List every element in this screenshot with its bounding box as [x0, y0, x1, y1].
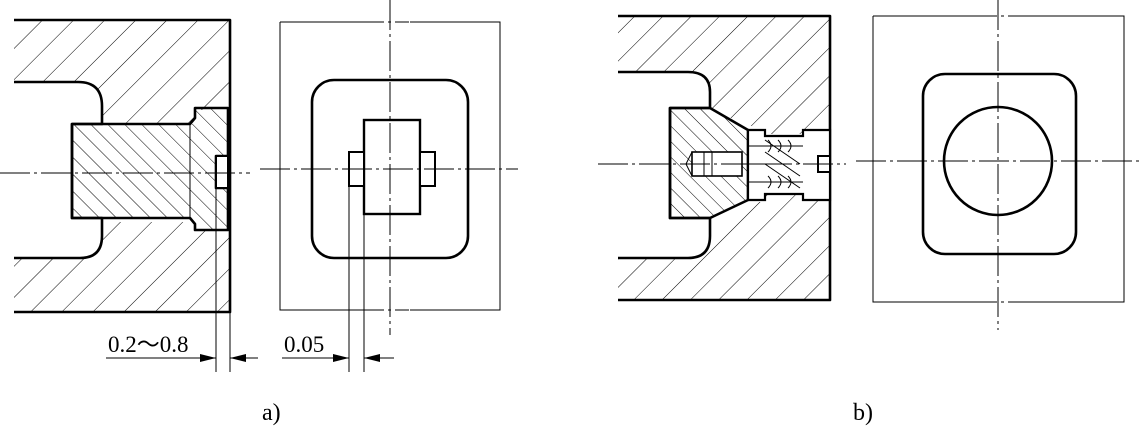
- figure-a-pin-hatch: [72, 108, 228, 230]
- arrowhead-gap-right: [230, 354, 246, 362]
- figure-a-pin-head: [362, 118, 422, 216]
- figure-a-caption: a): [262, 400, 281, 426]
- figure-b-end-view: [856, 0, 1141, 330]
- figure-b-end-view-frame: [872, 15, 1125, 303]
- dimension-label-gap: 0.2～0.8: [108, 332, 189, 357]
- figure-a-end-view: [260, 0, 518, 372]
- figure-a-pin-slot: [215, 155, 229, 189]
- figure-a: 0.2～0.8 0.05 a): [0, 0, 518, 426]
- arrowhead-clearance-right: [364, 354, 380, 362]
- arrowhead-gap-left: [200, 354, 216, 362]
- figure-a-end-view-frame: [279, 21, 501, 311]
- figure-a-dimension-gap: 0.2～0.8: [106, 332, 258, 362]
- figure-a-body-outline: [14, 18, 232, 314]
- figure-a-dimension-clearance: 0.05: [282, 332, 394, 362]
- figure-a-section-view: [14, 18, 232, 372]
- figure-b: b): [598, 0, 1141, 426]
- figure-b-section-view: [618, 14, 832, 302]
- figure-b-cavity-square: [921, 72, 1078, 256]
- figure-b-caption: b): [853, 400, 873, 426]
- arrowhead-clearance-left: [333, 354, 349, 362]
- dimension-label-clearance: 0.05: [284, 332, 324, 357]
- figure-b-body-hatch: [618, 16, 830, 300]
- figure-a-body-hatch: [14, 20, 230, 312]
